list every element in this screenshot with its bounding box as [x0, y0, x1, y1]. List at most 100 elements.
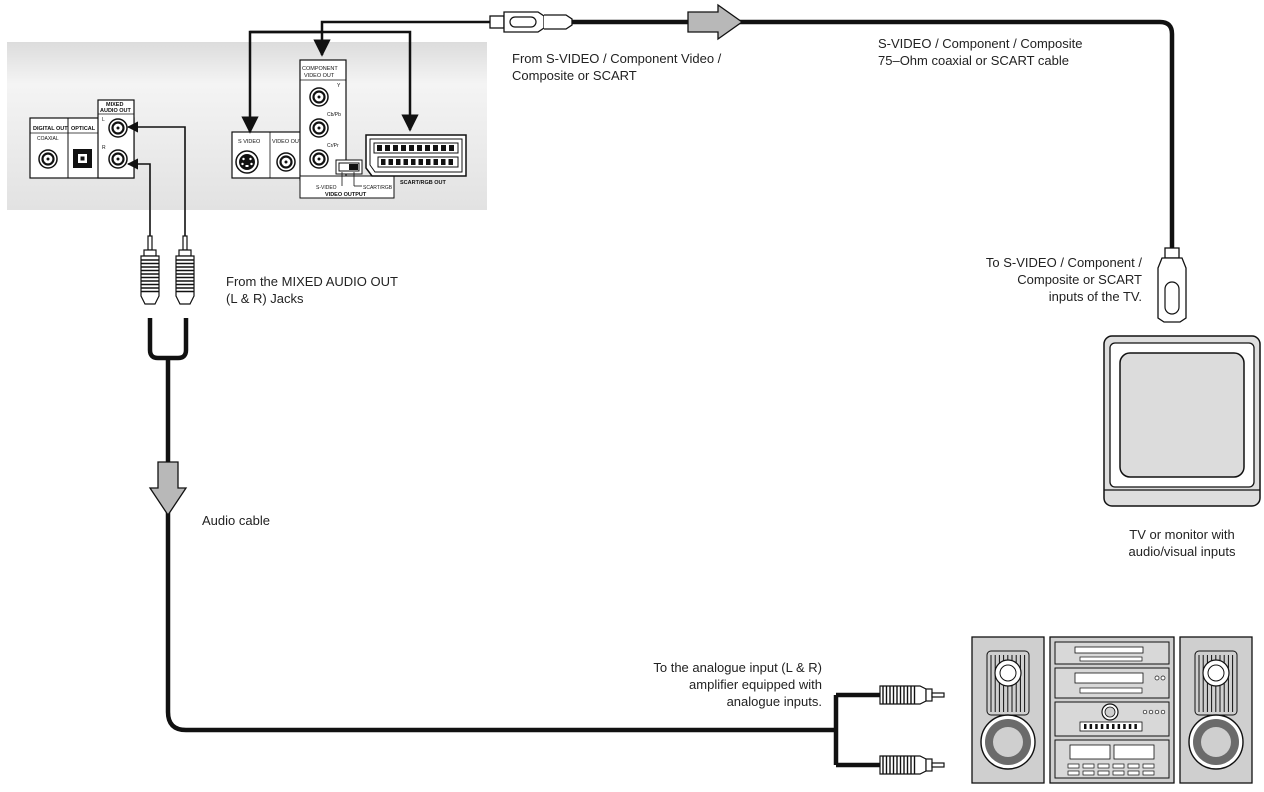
audio-jack-left-icon [108, 118, 128, 138]
from-video-line-1: From S-VIDEO / Component Video / [512, 51, 722, 66]
audio-jack-right-icon [108, 149, 128, 169]
scart-pin [448, 159, 453, 165]
video-cable-line-2: 75–Ohm coaxial or SCART cable [878, 53, 1070, 68]
right-speaker-icon [1179, 636, 1253, 784]
stack-knob [1154, 709, 1160, 715]
rca-plug-icon [175, 235, 195, 305]
eq-bar [1134, 724, 1137, 729]
rca-plug-icon [140, 235, 195, 305]
video-output-label: VIDEO OUTPUT [325, 192, 367, 198]
stack-button [1097, 763, 1110, 769]
amp-input-label: To the analogue input (L & R) amplifier … [653, 659, 822, 710]
eq-bar [1100, 724, 1104, 729]
scart-rgb-out-label: SCART/RGB OUT [400, 180, 446, 186]
audio-connection-lines [126, 121, 186, 250]
scart-pin [418, 159, 423, 165]
stack-button [1142, 770, 1155, 776]
stack-button [1082, 770, 1095, 776]
switch-s-video-label: S-VIDEO [316, 185, 337, 191]
stack-button [1112, 763, 1125, 769]
video-cable-line-1: S-VIDEO / Component / Composite [878, 36, 1083, 51]
scart-pin [409, 145, 414, 151]
left-jack-label: L [102, 117, 105, 123]
switch-scart-rgb-label: SCART/RGB [363, 185, 393, 191]
optical-label: OPTICAL [71, 126, 96, 132]
eq-bar [1128, 724, 1132, 729]
cr-pr-label: Cr/Pr [327, 143, 339, 149]
video-out-label: VIDEO OUT [272, 139, 303, 145]
stack-button [1127, 770, 1140, 776]
tv-caption-line-2: audio/visual inputs [1128, 544, 1236, 559]
to-tv-line-1: To S-VIDEO / Component / [985, 255, 1142, 270]
stack-button [1067, 770, 1080, 776]
stack-button [1097, 770, 1110, 776]
optical-jack-icon [73, 149, 92, 168]
scart-connector-icon [365, 134, 467, 177]
video-output-switch-icon [299, 159, 395, 199]
video-connection-lines [241, 20, 490, 134]
amp-input-line-3: analogue inputs. [726, 694, 822, 709]
rca-plug-icon [140, 235, 160, 305]
scart-pin [385, 145, 390, 151]
audio-out-label: AUDIO OUT [100, 108, 132, 114]
stack-button [1142, 763, 1155, 769]
scart-pin [401, 145, 406, 151]
audio-cable [147, 318, 880, 768]
to-tv-line-2: Composite or SCART [1017, 272, 1142, 287]
stack-knob [1148, 709, 1154, 715]
scart-pin [441, 159, 446, 165]
from-video-label: From S-VIDEO / Component Video / Composi… [512, 50, 721, 84]
audio-flow-arrow-icon [148, 461, 188, 517]
right-jack-label: R [102, 145, 106, 151]
component-cr-jack-icon [309, 149, 329, 169]
from-audio-line-1: From the MIXED AUDIO OUT [226, 274, 398, 289]
eq-bar [1106, 724, 1109, 729]
scart-pin [433, 145, 438, 151]
stack-button [1112, 770, 1125, 776]
left-speaker-icon [971, 636, 1045, 784]
s-video-label: S VIDEO [238, 139, 261, 145]
tv-plug-icon [1157, 247, 1187, 323]
mixed-label: MIXED [106, 102, 123, 108]
scart-pin [433, 159, 438, 165]
scart-pin [377, 145, 382, 151]
hifi-stack-icon [1049, 636, 1175, 784]
to-tv-line-3: inputs of the TV. [1048, 289, 1142, 304]
component-video-out-label: VIDEO OUT [304, 73, 335, 79]
eq-bar [1089, 724, 1093, 729]
from-audio-line-2: (L & R) Jacks [226, 291, 304, 306]
cb-pb-label: Cb/Pb [327, 112, 341, 118]
eq-bar [1112, 724, 1115, 729]
scart-pin [381, 159, 386, 165]
scart-pin [396, 159, 401, 165]
stack-button [1127, 763, 1140, 769]
scart-pin [449, 145, 454, 151]
composite-jack-icon [276, 152, 296, 172]
coaxial-jack-icon [38, 149, 58, 169]
scart-pin [411, 159, 416, 165]
eq-bar [1095, 724, 1098, 729]
flow-arrow-icon [687, 3, 744, 41]
y-label: Y [337, 83, 341, 89]
to-tv-inputs-label: To S-VIDEO / Component / Composite or SC… [986, 254, 1142, 305]
component-y-jack-icon [309, 87, 329, 107]
scart-pin [441, 145, 446, 151]
amp-input-line-1: To the analogue input (L & R) [653, 660, 822, 675]
component-label: COMPONENT [302, 66, 338, 72]
component-cb-jack-icon [309, 118, 329, 138]
eq-bar [1117, 724, 1121, 729]
amp-input-line-2: amplifier equipped with [689, 677, 822, 692]
scart-pin [403, 159, 408, 165]
scart-pin [388, 159, 393, 165]
from-video-line-2: Composite or SCART [512, 68, 637, 83]
coaxial-label: COAXIAL [37, 136, 59, 142]
stack-knob [1142, 709, 1148, 715]
stack-button [1082, 763, 1095, 769]
amplifier-rca-plugs-icon [879, 685, 945, 775]
video-cable-label: S-VIDEO / Component / Composite 75–Ohm c… [878, 35, 1082, 69]
audio-cable-label: Audio cable [202, 513, 270, 528]
video-cable [572, 19, 1175, 248]
stack-knob [1160, 709, 1166, 715]
tv-caption: TV or monitor with audio/visual inputs [1104, 526, 1260, 560]
scart-pin [426, 159, 431, 165]
